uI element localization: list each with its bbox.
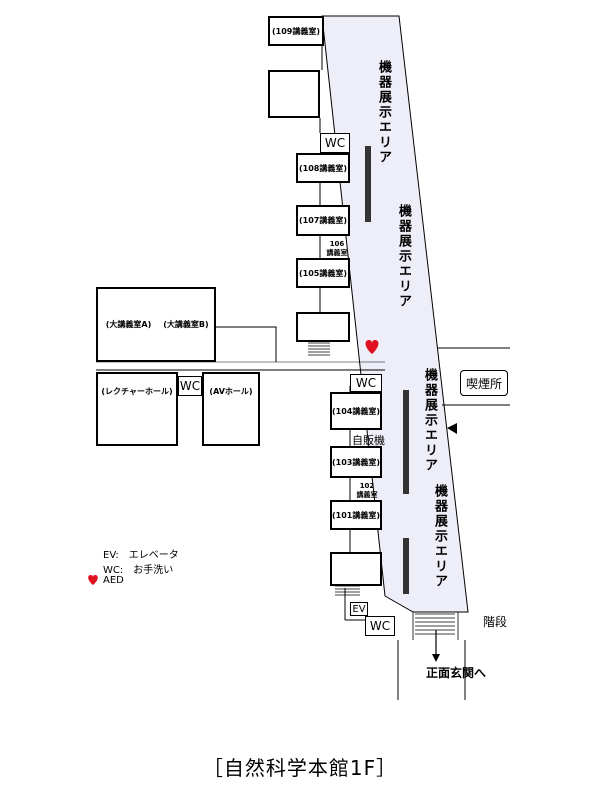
legend-ev: EV: エレベータ <box>103 550 179 561</box>
exhibit-bar-1 <box>365 146 371 222</box>
aed-heart-icon <box>365 340 379 354</box>
exhibit-area-label-1: 機器展示エリア <box>376 60 391 165</box>
exhibit-bar-3 <box>403 538 409 594</box>
stairs-icon <box>308 339 330 356</box>
legend-aed-heart-icon <box>88 575 98 585</box>
entrance-label: 正面玄関へ <box>426 666 487 680</box>
room-102: 102 講義室 <box>356 482 378 499</box>
room-107: (107講義室) <box>296 205 350 236</box>
room-103: (103講義室) <box>330 446 382 478</box>
exhibit-corridor <box>321 15 469 613</box>
room-unlabeled-upper <box>268 70 320 118</box>
large-lecture-room-a: (大講義室A) <box>96 287 160 362</box>
legend-wc: WC: お手洗い <box>103 565 174 576</box>
room-108: (108講義室) <box>296 153 350 183</box>
room-109: (109講義室) <box>268 16 324 46</box>
room-unlabeled-mid <box>296 312 350 342</box>
large-lecture-room-b: (大講義室B) <box>158 287 216 362</box>
page-title: ［自然科学本館1F］ <box>202 756 398 780</box>
smoking-area: 喫煙所 <box>460 370 508 396</box>
room-105: (105講義室) <box>296 258 350 288</box>
exhibit-bar-2 <box>403 390 409 494</box>
exhibit-area-label-4: 機器展示エリア <box>432 484 447 589</box>
room-101: (101講義室) <box>330 500 382 530</box>
entrance-arrow-icon <box>432 630 440 662</box>
main-stairs-icon <box>412 612 459 640</box>
av-hall: (AVホール) <box>202 372 260 446</box>
room-106: 106 講義室 <box>326 240 348 257</box>
pointer-triangle-icon <box>447 423 457 434</box>
room-unlabeled-lower <box>330 552 382 586</box>
stairs-icon <box>335 585 360 596</box>
vending-machine-label: 自販機 <box>352 434 385 447</box>
wc-lower: WC <box>365 616 395 636</box>
exhibit-area-label-3: 機器展示エリア <box>422 368 437 473</box>
ev-label: EV <box>350 602 368 616</box>
stairs-label: 階段 <box>483 615 508 629</box>
wc-left: WC <box>178 376 202 396</box>
wc-upper: WC <box>320 133 350 153</box>
exhibit-area-label-2: 機器展示エリア <box>396 204 411 309</box>
legend-aed: AED <box>103 575 124 586</box>
room-104: (104講義室) <box>330 392 382 430</box>
wc-mid: WC <box>350 374 382 392</box>
lecture-hall: (レクチャーホール) <box>96 372 178 446</box>
